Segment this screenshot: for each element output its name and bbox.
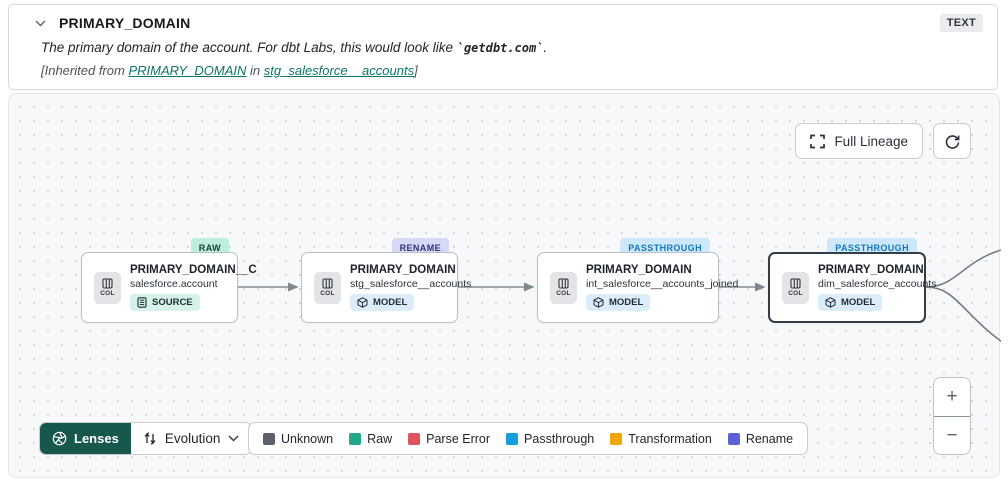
- legend-item-passthrough: Passthrough: [506, 432, 594, 446]
- lineage-node: PASSTHROUGH COL PRIMARY_DOMAIN int_sales…: [537, 238, 738, 323]
- legend-swatch: [727, 432, 740, 445]
- model-cube-icon: [593, 297, 604, 308]
- model-kind-badge: MODEL: [350, 294, 415, 311]
- lens-selected-label: Evolution: [164, 431, 221, 446]
- column-chip: COL: [782, 271, 809, 304]
- lens-select[interactable]: Evolution: [131, 423, 252, 454]
- inherited-model-link[interactable]: stg_salesforce__accounts: [263, 63, 415, 78]
- zoom-controls: + −: [933, 377, 971, 455]
- legend-swatch: [349, 432, 362, 445]
- legend-item-unknown: Unknown: [263, 432, 333, 446]
- inherited-column-link[interactable]: PRIMARY_DOMAIN: [128, 63, 247, 78]
- source-icon: [137, 297, 147, 308]
- node-subtitle: dim_salesforce_accounts: [818, 278, 937, 290]
- column-details-panel: PRIMARY_DOMAIN TEXT The primary domain o…: [8, 4, 998, 90]
- legend-item-transformation: Transformation: [610, 432, 712, 446]
- column-chip: COL: [94, 271, 121, 304]
- expand-brackets-icon: [810, 134, 826, 149]
- full-lineage-button[interactable]: Full Lineage: [795, 123, 923, 159]
- node-title: PRIMARY_DOMAIN__C: [130, 264, 257, 276]
- legend-swatch: [263, 432, 275, 445]
- column-type-badge: TEXT: [939, 14, 983, 32]
- columns-icon: [558, 278, 569, 289]
- model-cube-icon: [825, 297, 836, 308]
- lenses-control: Lenses Evolution: [39, 422, 253, 455]
- node-primary-domain-c[interactable]: COL PRIMARY_DOMAIN__C salesforce.account…: [81, 252, 257, 323]
- node-title: PRIMARY_DOMAIN: [586, 264, 692, 276]
- node-title: PRIMARY_DOMAIN: [350, 264, 456, 276]
- chevron-down-icon: [228, 435, 239, 442]
- node-dim-salesforce-accounts[interactable]: COL PRIMARY_DOMAIN dim_salesforce_accoun…: [768, 252, 936, 323]
- node-int-salesforce-accounts-joined[interactable]: COL PRIMARY_DOMAIN int_salesforce__accou…: [537, 252, 738, 323]
- zoom-out-button[interactable]: −: [934, 416, 970, 454]
- node-subtitle: int_salesforce__accounts_joined: [586, 278, 739, 290]
- column-description: The primary domain of the account. For d…: [41, 40, 548, 55]
- legend-swatch: [506, 432, 519, 445]
- model-cube-icon: [357, 297, 368, 308]
- lineage-node: PASSTHROUGH COL PRIMARY_DOMAIN dim_sales…: [768, 238, 936, 323]
- legend-item-rename: Rename: [727, 432, 793, 446]
- node-subtitle: salesforce.account: [130, 278, 218, 290]
- source-kind-badge: SOURCE: [130, 294, 200, 311]
- evolution-icon: [144, 432, 156, 445]
- column-chip: COL: [550, 271, 577, 304]
- inherited-note: [Inherited from PRIMARY_DOMAIN in stg_sa…: [41, 63, 418, 78]
- legend-swatch: [408, 432, 421, 445]
- node-title: PRIMARY_DOMAIN: [818, 264, 924, 276]
- legend-item-parse-error: Parse Error: [408, 432, 490, 446]
- model-kind-badge: MODEL: [586, 294, 651, 311]
- model-kind-badge: MODEL: [818, 294, 883, 311]
- legend-item-raw: Raw: [349, 432, 392, 446]
- node-stg-salesforce-accounts[interactable]: COL PRIMARY_DOMAIN stg_salesforce__accou…: [301, 252, 471, 323]
- lineage-canvas[interactable]: Full Lineage RAW COL PRIMARY_DOMAIN__C s…: [8, 93, 1001, 478]
- description-code: `getdbt.com`: [456, 41, 544, 55]
- lens-aperture-icon: [52, 431, 67, 446]
- lenses-button[interactable]: Lenses: [40, 423, 131, 454]
- legend-swatch: [610, 432, 623, 445]
- lineage-node: RENAME COL PRIMARY_DOMAIN stg_salesforce…: [301, 238, 471, 323]
- lineage-node: RAW COL PRIMARY_DOMAIN__C salesforce.acc…: [81, 238, 257, 323]
- node-subtitle: stg_salesforce__accounts: [350, 278, 472, 290]
- lineage-legend: Unknown Raw Parse Error Passthrough Tran…: [248, 422, 809, 455]
- column-chip: COL: [314, 271, 341, 304]
- columns-icon: [102, 278, 113, 289]
- refresh-button[interactable]: [933, 123, 971, 159]
- columns-icon: [790, 278, 801, 289]
- description-text: The primary domain of the account. For d…: [41, 40, 457, 55]
- refresh-icon: [944, 133, 961, 150]
- columns-icon: [322, 278, 333, 289]
- zoom-in-button[interactable]: +: [934, 378, 970, 416]
- full-lineage-label: Full Lineage: [834, 133, 908, 149]
- lenses-label: Lenses: [74, 431, 119, 446]
- collapse-chevron-icon[interactable]: [31, 14, 49, 32]
- column-title: PRIMARY_DOMAIN: [59, 15, 191, 31]
